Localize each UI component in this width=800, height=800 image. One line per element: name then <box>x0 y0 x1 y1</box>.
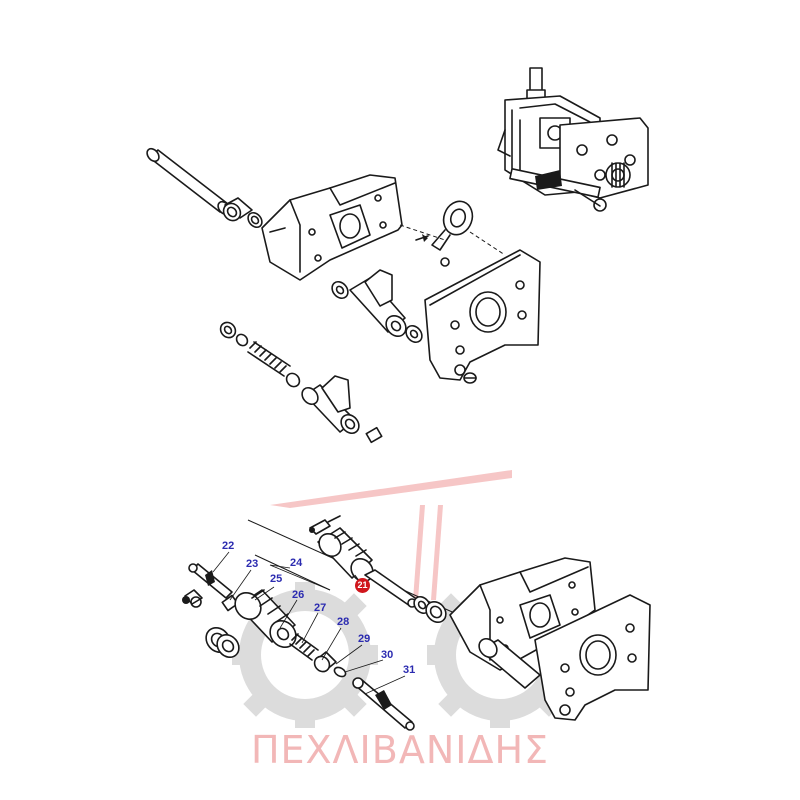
ring-upper-b <box>405 324 423 344</box>
watermark-pillar-left <box>413 505 425 600</box>
callout-28: 28 <box>337 616 350 628</box>
pump-assembly-thumbnail <box>497 67 649 212</box>
callout-30: 30 <box>381 649 394 661</box>
long-pin <box>146 147 231 216</box>
rocker-shaft-lower <box>301 375 360 435</box>
part-27-spring <box>289 633 319 661</box>
cover-plate-lower <box>534 594 651 721</box>
plug-lower <box>365 426 383 444</box>
callout-31: 31 <box>403 664 416 676</box>
lock-washer <box>415 200 474 267</box>
part-30-ball <box>333 666 347 678</box>
spring-upper <box>247 341 291 377</box>
bushing <box>222 197 253 222</box>
nut-upper <box>463 372 477 384</box>
callout-29: 29 <box>358 633 371 645</box>
screw-small <box>309 515 341 535</box>
part-23-washer <box>221 594 239 612</box>
valve-spool-21 <box>317 527 419 608</box>
plug-upper <box>285 372 301 388</box>
housing-upper <box>261 174 403 281</box>
callout-26: 26 <box>292 589 305 601</box>
rocker-shaft-upper <box>331 269 407 338</box>
callout-23: 23 <box>246 558 259 570</box>
watermark-pillar-right <box>431 505 443 600</box>
watermark-brand-text: ΠΕΧΛΙΒΑΝΙΔΗΣ <box>250 728 550 772</box>
callout-22: 22 <box>222 540 235 552</box>
callout-24: 24 <box>290 557 303 569</box>
part-25-spool <box>234 589 297 649</box>
part-22-pin <box>188 563 233 599</box>
through-shaft <box>478 637 541 689</box>
ring-lower-b <box>425 600 447 624</box>
callout-21-highlight: 21 <box>355 578 370 593</box>
part-29-piston <box>313 651 337 673</box>
cover-plate-upper <box>424 249 541 381</box>
callout-25: 25 <box>270 573 283 585</box>
ring-upper-a <box>247 211 263 229</box>
watermark-roof <box>270 470 512 508</box>
axis-line-2 <box>254 554 331 591</box>
part-23-bolt <box>182 589 203 608</box>
callout-27: 27 <box>314 602 327 614</box>
ring-lower-left <box>205 626 240 659</box>
ring-spring-seat <box>219 321 249 347</box>
leader-lines <box>212 551 406 695</box>
